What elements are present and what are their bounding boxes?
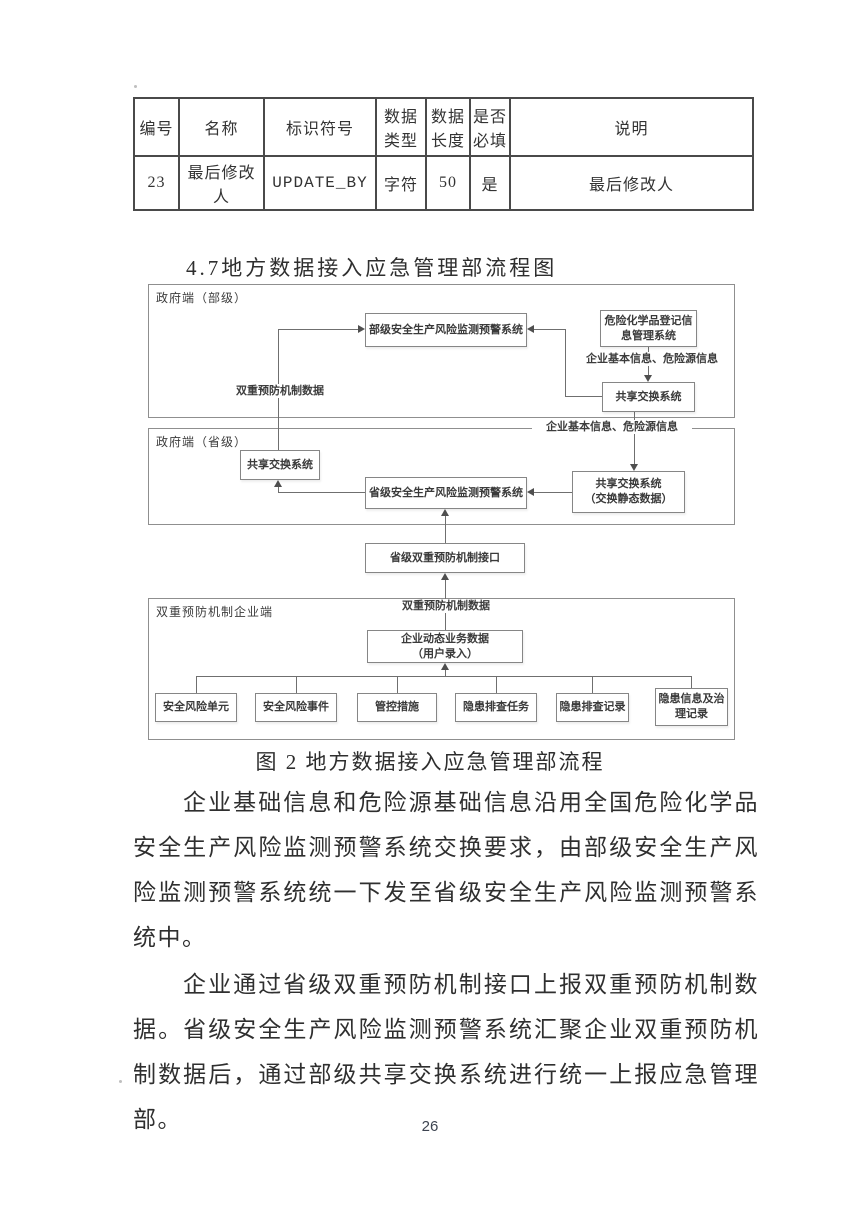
- cell-length: 50: [425, 155, 471, 211]
- item-hazard-inspection-record-box: 隐患排查记录: [556, 693, 629, 722]
- cell-id: 23: [133, 155, 180, 211]
- item-risk-event-box: 安全风险事件: [255, 693, 337, 722]
- interface-data-label: 双重预防机制数据: [394, 599, 498, 613]
- arrowhead-left: [527, 488, 534, 496]
- column-header-description: 说明: [509, 97, 754, 157]
- item-risk-unit-box: 安全风险单元: [155, 693, 237, 722]
- static-exchange-system-box: 共享交换系统 （交换静态数据）: [572, 471, 685, 513]
- column-header-data-type: 数据类型: [375, 97, 427, 157]
- column-header-id: 编号: [133, 97, 180, 157]
- arrowhead-left: [527, 325, 534, 333]
- item-hazard-inspection-task-box: 隐患排查任务: [455, 693, 537, 722]
- cell-description: 最后修改人: [509, 155, 754, 211]
- section-heading: 4.7地方数据接入应急管理部流程图: [186, 256, 558, 280]
- connector-line: [634, 412, 635, 464]
- connector-line: [278, 329, 358, 330]
- connector-line: [565, 396, 602, 397]
- arrowhead-up: [274, 480, 282, 487]
- arrowhead-up: [441, 509, 449, 516]
- column-header-required: 是否必填: [469, 97, 511, 157]
- connector-line: [534, 329, 565, 330]
- connector-line: [565, 329, 566, 397]
- hazchem-registration-system-box: 危险化学品登记信 息管理系统: [600, 310, 697, 347]
- ministry-exchange-system-box: 共享交换系统: [602, 382, 695, 412]
- cell-data-type: 字符: [375, 155, 427, 211]
- flowchart: 政府端（部级） 政府端（省级） 双重预防机制企业端: [148, 284, 738, 742]
- paragraph-2: 企业通过省级双重预防机制接口上报双重预防机制数据。省级安全生产风险监测预警系统汇…: [133, 972, 759, 1132]
- connector-line: [397, 677, 398, 693]
- arrowhead-up: [441, 663, 449, 670]
- figure-caption: 图 2 地方数据接入应急管理部流程: [255, 750, 605, 774]
- connector-line: [196, 677, 197, 693]
- province-dual-prevention-interface-box: 省级双重预防机制接口: [365, 543, 525, 573]
- province-exchange-system-box: 共享交换系统: [240, 450, 320, 480]
- ministry-zone-label: 政府端（部级）: [156, 291, 248, 305]
- item-hazard-info-treatment-box: 隐患信息及治 理记录: [655, 688, 728, 726]
- cell-required: 是: [469, 155, 511, 211]
- item-control-measures-box: 管控措施: [357, 693, 437, 722]
- connector-line: [496, 677, 497, 693]
- scan-speck: [119, 1080, 122, 1083]
- page-number: 26: [421, 1118, 439, 1135]
- cell-symbol: UPDATE_BY: [263, 155, 377, 211]
- paragraph-1: 企业基础信息和危险源基础信息沿用全国危险化学品安全生产风险监测预警系统交换要求，…: [133, 790, 759, 950]
- arrowhead-down: [644, 375, 652, 382]
- info-flow-label: 企业基本信息、危险源信息: [582, 352, 722, 366]
- column-header-length: 数据长度: [425, 97, 471, 157]
- arrowhead-down: [630, 464, 638, 471]
- connector-line: [278, 492, 365, 493]
- connector-line: [196, 676, 692, 677]
- province-warning-system-box: 省级安全生产风险监测预警系统: [365, 477, 527, 509]
- connector-line: [445, 670, 446, 677]
- connector-line: [534, 492, 572, 493]
- cell-name: 最后修改人: [178, 155, 265, 211]
- enterprise-zone-label: 双重预防机制企业端: [156, 605, 274, 619]
- table-row: 23 最后修改人 UPDATE_BY 字符 50 是 最后修改人: [133, 155, 754, 211]
- column-header-name: 名称: [178, 97, 265, 157]
- body-text: 企业基础信息和危险源基础信息沿用全国危险化学品安全生产风险监测预警系统交换要求，…: [133, 780, 759, 1142]
- connector-line: [296, 677, 297, 693]
- arrowhead-up: [441, 573, 449, 580]
- column-header-symbol: 标识符号: [263, 97, 377, 157]
- field-definition-table: 编号 名称 标识符号 数据类型 数据长度 是否必填 说明 23 最后修改人 UP…: [133, 97, 754, 211]
- province-zone-label: 政府端（省级）: [156, 435, 248, 449]
- enterprise-dynamic-data-box: 企业动态业务数据 （用户录入）: [367, 630, 523, 663]
- ministry-warning-system-box: 部级安全生产风险监测预警系统: [365, 313, 527, 347]
- connector-line: [278, 486, 279, 493]
- boundary-info-flow-label: 企业基本信息、危险源信息: [532, 420, 692, 434]
- connector-line: [691, 677, 692, 688]
- table-header-row: 编号 名称 标识符号 数据类型 数据长度 是否必填 说明: [133, 97, 754, 157]
- arrowhead-right: [358, 325, 365, 333]
- connector-line: [445, 516, 446, 543]
- scan-speck: [134, 85, 137, 88]
- connector-line: [592, 677, 593, 693]
- dual-prevention-data-label: 双重预防机制数据: [228, 384, 332, 398]
